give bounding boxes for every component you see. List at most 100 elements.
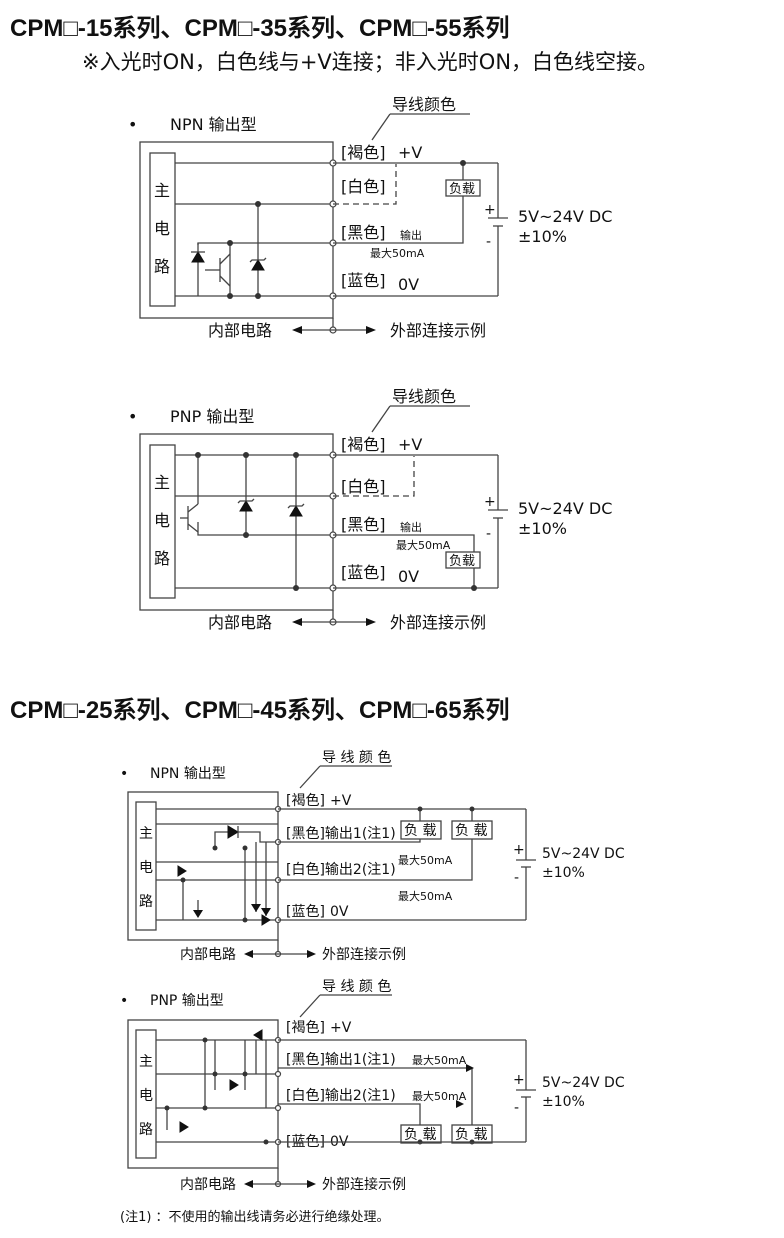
main-circuit-char-1: 主 [154,473,170,492]
junction-dot [164,1105,170,1111]
zero-v-label: 0V [398,275,419,294]
npn-wiring-diagram-b: • NPN 输出型 导 线 颜 色 主 电 路 [褐色] +V [黑色]输出1(… [120,749,625,963]
max-current-label: 最大50mA [412,1089,467,1103]
junction-dot [255,293,261,299]
brown-wire-label: [褐色] [286,792,325,809]
load-label: 负载 [449,554,475,569]
load-label: 负 载 [455,1127,487,1143]
plus-sign: + [513,842,525,858]
load-label: 负载 [449,182,475,197]
white-wire-label: [白色] [341,177,386,196]
diode-icon [261,914,271,926]
minus-sign: - [486,526,491,542]
junction-dot [212,845,218,851]
arrow-right-icon [307,1180,316,1188]
bullet: • [128,407,137,426]
output-label: 输出 [400,228,422,242]
wire-color-label: 导 线 颜 色 [322,749,391,766]
arrow-right-icon [466,1064,474,1072]
arrow-left-icon [292,326,302,334]
white-wire-label: [白色] [341,477,386,496]
arrow-right-icon [366,326,376,334]
minus-sign: - [514,870,519,886]
output2-label: [白色]输出2(注1) [286,861,396,878]
wire-color-leader [299,994,321,1018]
output-label: 输出 [400,520,422,534]
diode-icon [191,251,205,263]
tolerance-label: ±10% [542,865,585,881]
main-circuit-char-2: 电 [154,219,170,238]
external-example-label: 外部连接示例 [322,1176,406,1193]
external-black [278,839,421,843]
junction-dot [293,585,299,591]
external-example-label: 外部连接示例 [322,946,406,963]
black-wire-label: [黑色] [341,223,386,242]
terminal [274,1104,282,1112]
plus-v-label: +V [330,793,352,809]
junction-dot [227,240,233,246]
main-circuit-char-1: 主 [154,181,170,200]
junction-dot [243,532,249,538]
arrow-down-icon [251,904,261,912]
diode-icon [179,1121,189,1133]
internal-circuit-label: 内部电路 [180,1177,236,1193]
main-circuit-box [135,1029,157,1159]
zener-diode-icon [251,259,265,271]
junction-dot [242,917,248,923]
wire-color-leader [371,113,391,141]
main-circuit-char-3: 路 [154,549,170,568]
zero-v-label: 0V [398,567,419,586]
terminal [274,1070,282,1078]
plus-v-label: +V [398,143,422,162]
junction-dot [180,877,186,883]
load-box [400,1124,442,1144]
brown-wire-label: [褐色] [341,435,386,454]
diagram-type-label: NPN 输出型 [170,115,257,134]
max-current-label: 最大50mA [412,1053,467,1067]
arrow-right-icon [456,1100,464,1108]
tolerance-label: ±10% [518,227,567,246]
footnote: (注1) ：不使用的输出线请务必进行绝缘处理。 [120,1210,390,1225]
internal-circuit-box [127,791,279,941]
internal-circuit-box [139,433,334,611]
wire-color-leader [371,405,391,433]
junction-dot [243,452,249,458]
arrow-left-icon [292,618,302,626]
supply-voltage-label: 5V~24V DC [518,499,612,518]
diagram-type-label: NPN 输出型 [150,766,226,782]
diagram-type-label: PNP 输出型 [170,407,254,426]
max-current-label: 最大50mA [370,246,425,260]
main-circuit-char-3: 路 [154,257,170,276]
main-circuit-char-2: 电 [139,1088,153,1104]
transistor-collector [187,523,199,533]
tolerance-label: ±10% [518,519,567,538]
zener-bar [287,503,305,509]
junction-dot [293,452,299,458]
external-white-dashed [333,456,415,497]
bullet: • [120,993,128,1009]
junction-dot [471,585,477,591]
black-wire-label: [黑色] [341,515,386,534]
arrow-right-icon [307,950,316,958]
tolerance-label: ±10% [542,1094,585,1110]
plus-sign: + [513,1072,525,1088]
external-white [278,839,473,881]
internal-circuit-label: 内部电路 [208,321,272,340]
blue-wire-label: [蓝色] [286,903,325,920]
minus-sign: - [486,234,491,250]
diagram-type-label: PNP 输出型 [150,993,224,1009]
external-black [333,534,475,552]
diode-icon [227,825,239,839]
plus-v-label: +V [398,435,422,454]
pnp-wiring-diagram-a: • PNP 输出型 导线颜色 主 电 路 [褐色] +V [白色] [黑色] 输… [128,387,612,632]
diode-icon [229,1079,239,1091]
wire-color-leader [299,765,321,789]
junction-dot [202,1037,208,1043]
load-box [445,551,481,569]
blue-wire-label: [蓝色] [341,271,386,290]
section1-subtitle: ※入光时ON，白色线与+V连接；非入光时ON，白色线空接。 [82,50,659,74]
minus-sign: - [514,1100,519,1116]
section2-title: CPM□-25系列、CPM□-45系列、CPM□-65系列 [10,697,510,724]
black-line [197,522,333,536]
black-line [197,242,333,245]
